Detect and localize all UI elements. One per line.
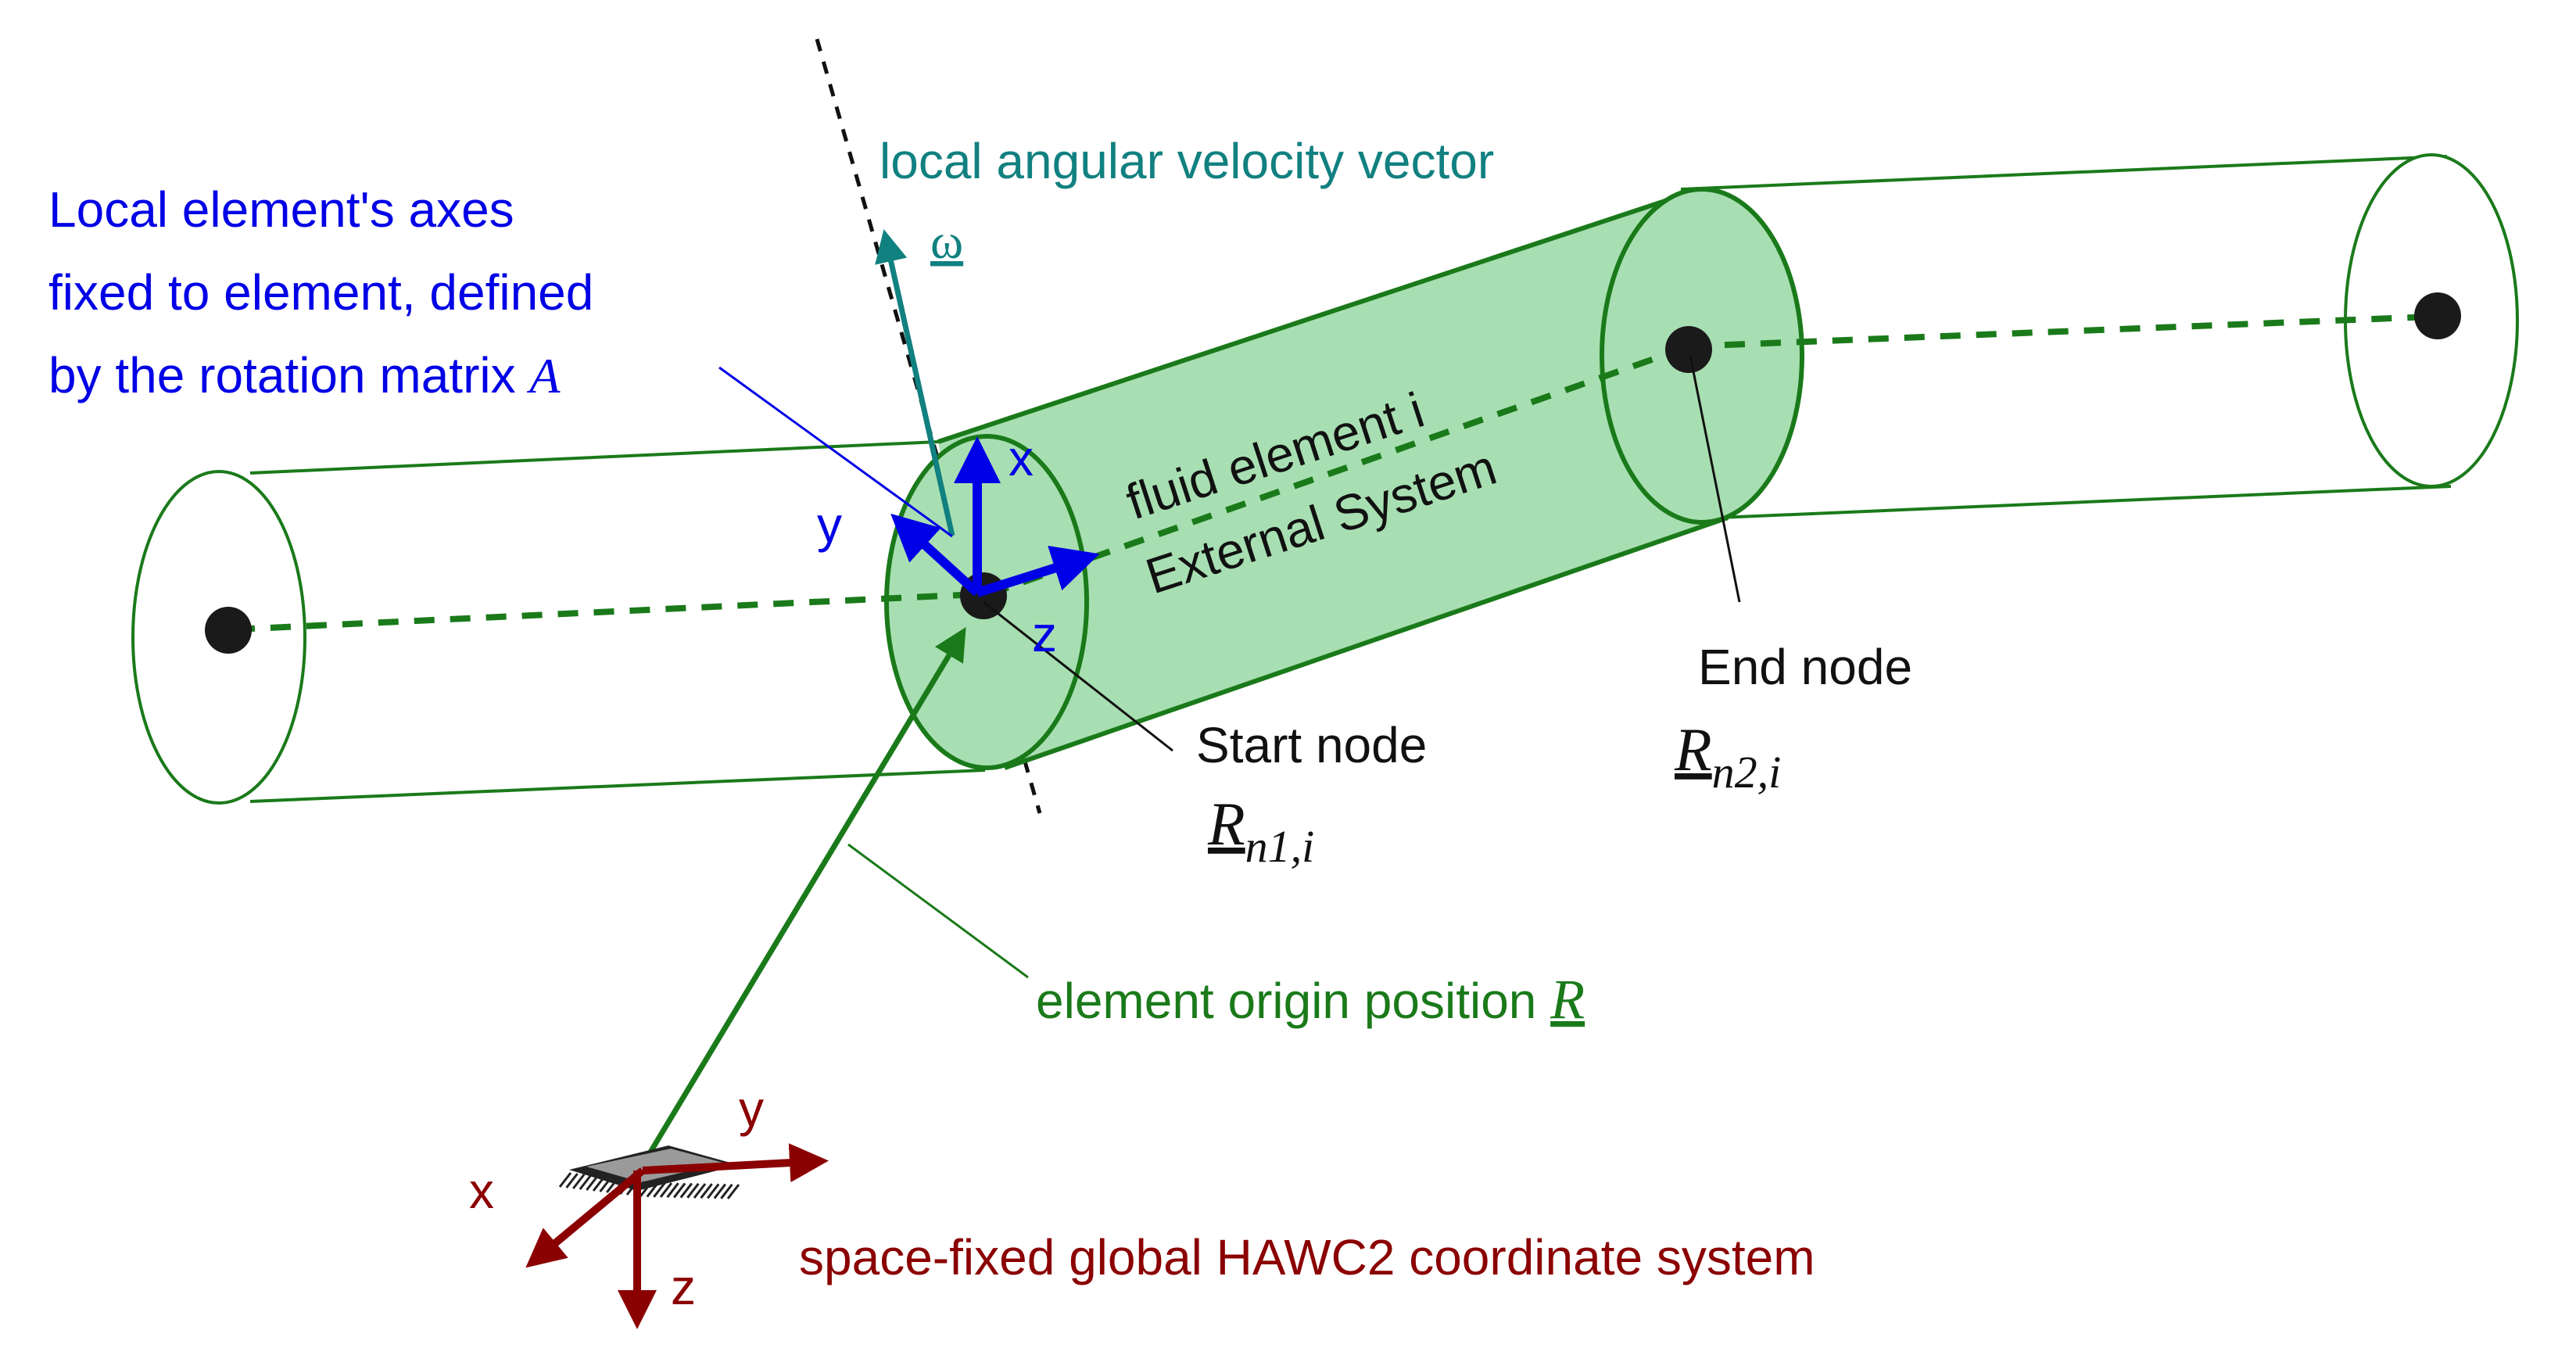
end-node-label: End node <box>1698 639 1912 695</box>
ground-hatch-line <box>686 1182 700 1199</box>
rotation-matrix-symbol: A <box>526 348 561 403</box>
start-node-leader <box>983 601 1173 752</box>
global-x-label: x <box>469 1163 494 1219</box>
ground-hatch-line <box>565 1173 579 1188</box>
origin-position-label: element origin position R <box>1036 968 1585 1031</box>
local-axes-leader <box>718 366 953 538</box>
ground-hatch-line <box>707 1183 720 1199</box>
global-y-axis-arrow <box>642 1143 829 1183</box>
global-system-label: space-fixed global HAWC2 coordinate syst… <box>799 1229 1815 1285</box>
local-x-label: x <box>1009 430 1034 486</box>
ground-hatch-line <box>666 1182 679 1199</box>
ground-hatch-line <box>713 1183 726 1199</box>
ground-hatch-line <box>693 1183 707 1199</box>
ground-hatch-line <box>700 1183 713 1199</box>
element-centerline <box>987 345 1686 597</box>
angular-velocity-arrow <box>875 229 955 536</box>
ground-hatch-line <box>726 1184 740 1199</box>
ground-hatch-line <box>558 1172 572 1188</box>
ground-hatch-line <box>599 1177 612 1192</box>
omega-symbol: ω <box>930 213 963 269</box>
ground-hatch-line <box>592 1176 606 1192</box>
ground-hatch-line <box>572 1174 586 1189</box>
local-z-label: z <box>1032 606 1057 662</box>
ground-hatch-line <box>606 1178 619 1193</box>
ground-hatch-line <box>720 1183 733 1199</box>
start-node-label: Start node <box>1196 717 1427 773</box>
local-axes-label-line3: by the rotation matrix A <box>48 347 561 403</box>
global-z-label: z <box>671 1259 696 1315</box>
left-neighbour-cylinder <box>131 440 986 805</box>
node-dot-icon <box>205 607 252 654</box>
local-z-axis-arrow <box>976 545 1100 597</box>
ground-hatch-line <box>659 1182 673 1198</box>
start-node-vector: Rn1,i <box>1207 790 1314 872</box>
left-centerline <box>234 591 978 633</box>
node-dot-icon <box>1665 326 1712 373</box>
right-neighbour-cylinder <box>1680 153 2519 519</box>
ground-hatch-line <box>653 1181 666 1198</box>
end-node-leader <box>1689 355 1741 603</box>
ground-hatch-line <box>640 1181 653 1197</box>
ground-hatch-line <box>673 1182 686 1199</box>
ground-hatch-line <box>646 1181 659 1198</box>
local-axes-label-line2: fixed to element, defined <box>48 264 593 321</box>
local-y-label: y <box>817 497 842 553</box>
right-centerline <box>1688 314 2432 350</box>
global-y-label: y <box>739 1081 764 1137</box>
origin-position-arrow <box>640 627 966 1167</box>
global-x-axis-arrow <box>525 1167 646 1268</box>
local-y-axis-arrow <box>890 513 981 597</box>
angular-velocity-label: local angular velocity vector <box>880 133 1494 189</box>
ground-hatch-line <box>579 1174 592 1190</box>
origin-position-leader <box>847 843 1029 979</box>
ground-hatch-line <box>679 1182 693 1199</box>
end-node-vector: Rn2,i <box>1674 715 1781 798</box>
ground-hatch-line <box>586 1175 599 1191</box>
node-dot-icon <box>2414 292 2461 339</box>
local-axes-label-line1: Local element's axes <box>48 181 514 238</box>
origin-vector-symbol: R <box>1550 968 1585 1031</box>
